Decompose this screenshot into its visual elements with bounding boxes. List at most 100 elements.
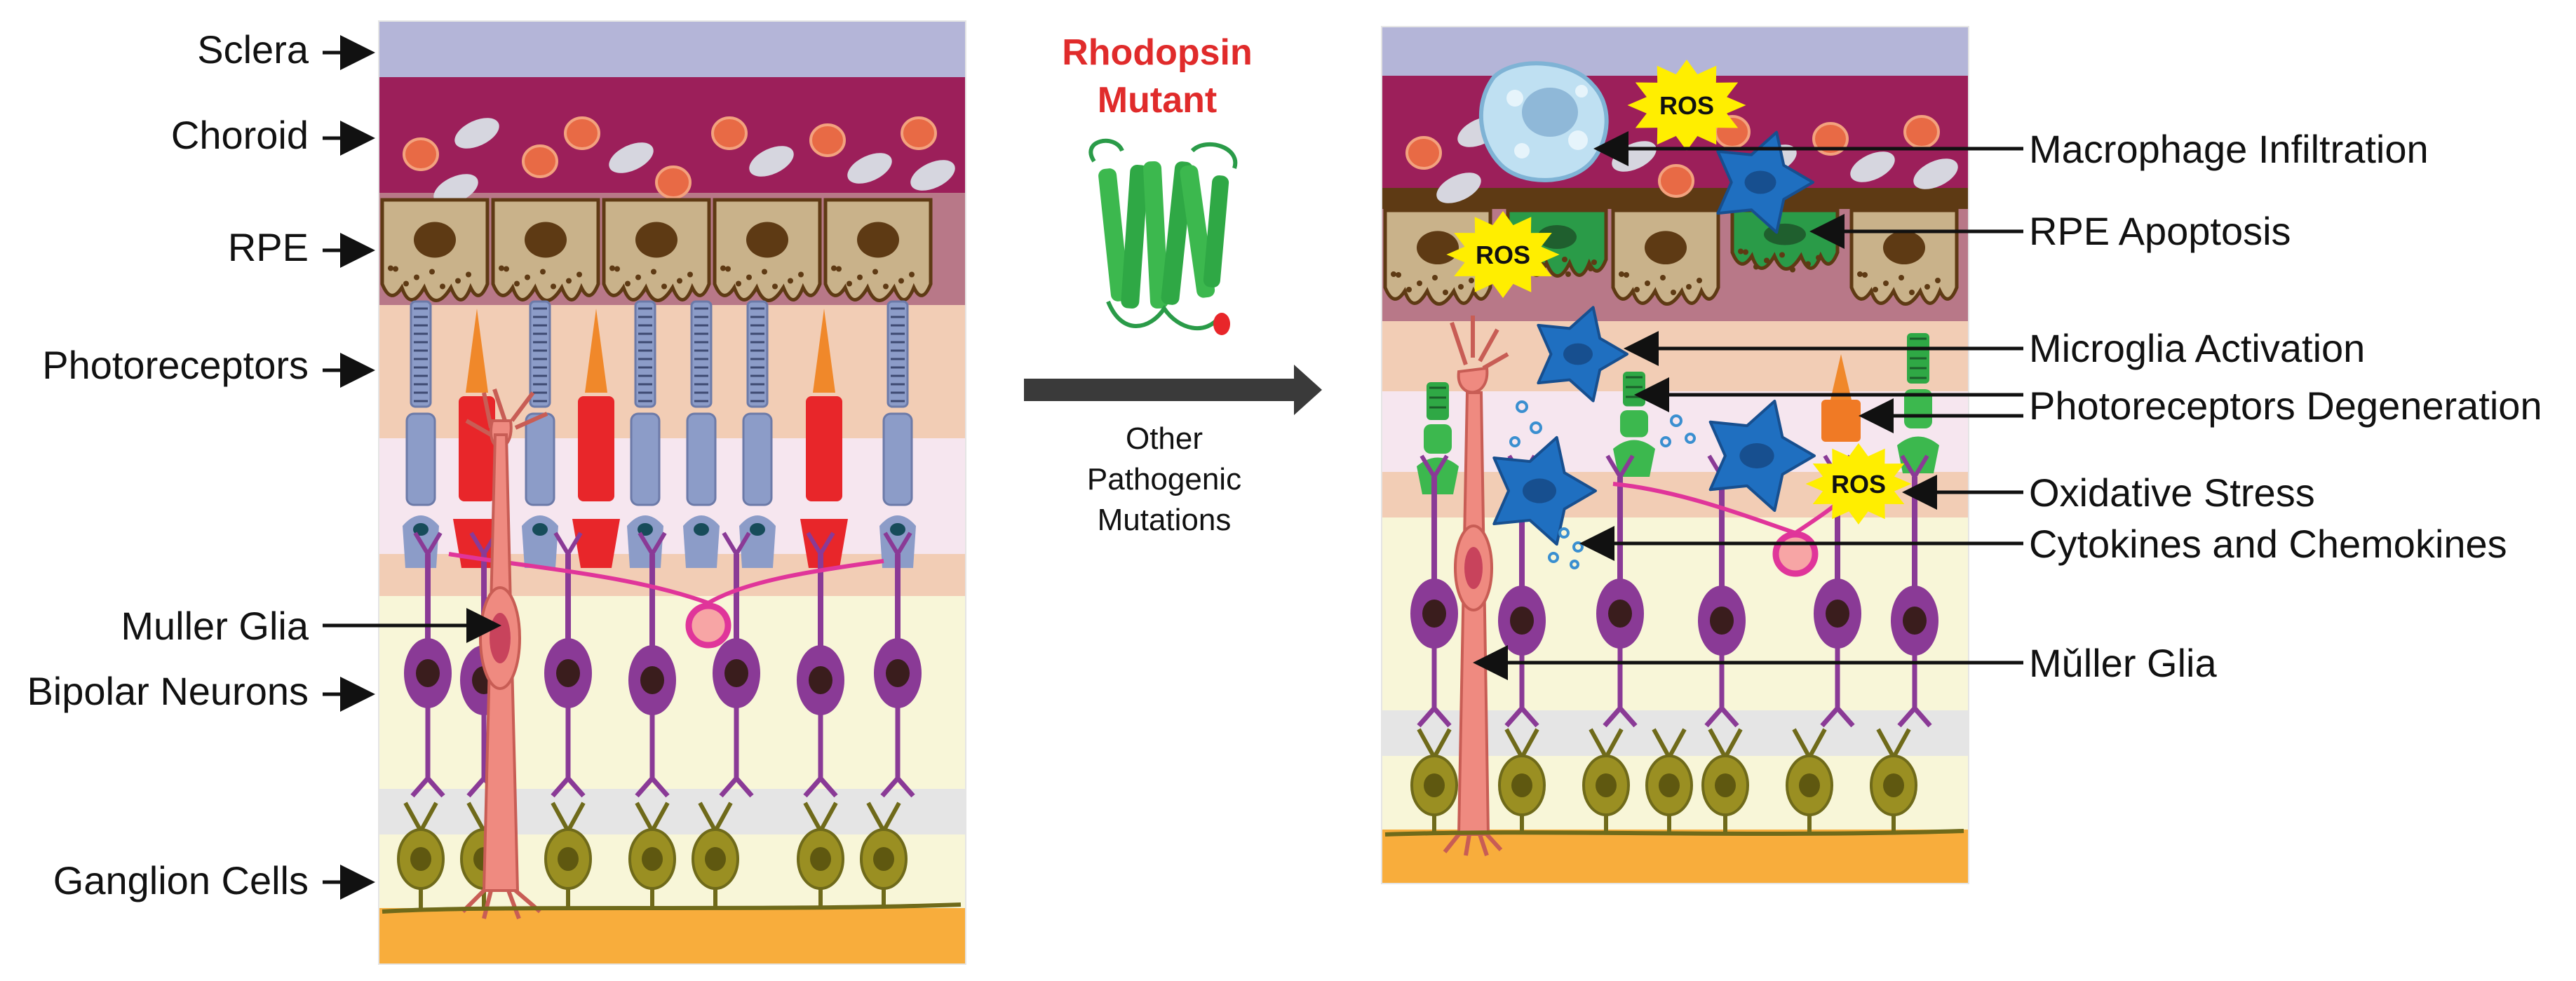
pigment-granule: [1671, 290, 1676, 295]
bipolar-axon: [719, 705, 754, 798]
pigment-granule: [1406, 287, 1412, 292]
ros-burst: [1446, 211, 1560, 298]
white-blood-cell: [749, 146, 794, 177]
rpe-nucleus: [746, 222, 788, 258]
red-blood-cell: [522, 144, 558, 178]
rpe-nucleus: [1417, 231, 1459, 265]
cone-outer-segment: [585, 309, 607, 393]
pigment-granule: [725, 266, 731, 272]
bipolar-neurons: [1410, 454, 1938, 728]
ganglion-dendrite: [1708, 728, 1743, 759]
pigment-granule: [466, 271, 471, 278]
pigment-granule: [847, 280, 852, 287]
label-photoreceptors: Photoreceptors: [42, 343, 309, 387]
rod-outer-segment: [529, 300, 551, 408]
rod-soma: [683, 515, 720, 568]
pigment-granule: [1562, 257, 1567, 262]
pigment-granule: [1619, 271, 1624, 277]
ganglion-dendrite: [1504, 728, 1539, 759]
pigment-granule: [746, 274, 752, 280]
bipolar-axon: [1603, 645, 1638, 728]
transition-arrow-head: [1294, 365, 1322, 415]
white-blood-cell: [433, 174, 478, 205]
red-blood-cell: [564, 116, 600, 150]
white-blood-cell: [609, 142, 654, 173]
label-cytokines: Cytokines and Chemokines: [2029, 522, 2507, 566]
pigment-granule: [609, 265, 615, 271]
bipolar-axon: [635, 712, 670, 798]
rod-nucleus: [694, 523, 709, 536]
ganglion-nucleus: [558, 847, 579, 871]
degenerating-cone: [1821, 400, 1861, 442]
pigment-granule: [403, 280, 409, 287]
pigment-granule: [872, 269, 878, 275]
bipolar-nucleus: [724, 659, 748, 687]
rod-inner-segment: [882, 412, 913, 506]
microglia-nucleus: [1744, 170, 1776, 194]
pigment-granule: [1624, 272, 1629, 278]
rod-outer-segment: [410, 300, 432, 408]
degenerating-outer-segment: [1427, 382, 1449, 420]
caption-line3: Mutations: [1098, 503, 1232, 537]
bipolar-branch: [638, 532, 667, 555]
ganglion-nucleus: [1799, 773, 1820, 797]
pigment-granule: [1660, 275, 1666, 280]
rpe-nucleus: [414, 222, 456, 258]
cytokine-particles: [1509, 400, 1696, 569]
degenerating-inner-segment: [1424, 424, 1452, 454]
pigment-granule: [1779, 252, 1785, 258]
ros-label: ROS: [1476, 241, 1530, 269]
pigment-granule: [614, 266, 620, 272]
pigment-granule: [909, 271, 915, 278]
red-blood-cell: [655, 165, 692, 199]
bipolar-nucleus: [1710, 607, 1734, 635]
macrophage: [1478, 61, 1609, 182]
red-blood-cell: [1812, 122, 1849, 156]
ros-label: ROS: [1659, 91, 1714, 120]
degenerating-soma: [1417, 457, 1459, 494]
pigment-granule: [1458, 284, 1464, 290]
pigment-granule: [1591, 259, 1597, 265]
caption-line1: Other: [1126, 421, 1203, 456]
choroid-cells: [403, 116, 955, 205]
pigment-granule: [1790, 266, 1795, 273]
sclera-layer: [379, 21, 966, 77]
degenerating-inner-segment: [1904, 389, 1932, 428]
ganglion-nucleus: [1596, 773, 1617, 797]
rod-inner-segment: [630, 412, 661, 506]
pigment-granule: [1862, 272, 1868, 278]
pigment-granule: [540, 269, 546, 275]
red-blood-cell: [1658, 164, 1694, 198]
pigment-granule: [1469, 278, 1474, 283]
pigment-granule: [857, 274, 863, 280]
rod-inner-segment: [686, 412, 717, 506]
pigment-granule: [720, 265, 726, 271]
bipolar-branch: [883, 532, 912, 555]
red-blood-cell: [711, 116, 748, 150]
ganglion-axon-line: [1384, 829, 1964, 837]
white-blood-cell: [1850, 151, 1895, 182]
ganglion-dendrite: [1792, 728, 1827, 759]
rhodopsin-protein-icon: [1088, 138, 1238, 335]
horizontal-cell-processes: [448, 552, 884, 606]
pigment-granule: [1697, 278, 1702, 283]
ros-burst: [1627, 60, 1746, 151]
pigment-granule: [661, 283, 667, 290]
pigment-granule: [1935, 278, 1941, 283]
bipolar-branch: [1605, 454, 1635, 478]
rpe-nucleus: [857, 222, 899, 258]
white-blood-cell: [1913, 158, 1958, 189]
ganglion-nucleus: [705, 847, 726, 871]
rod-nucleus: [890, 523, 905, 536]
bipolar-axon: [410, 705, 445, 798]
pigment-granule: [677, 278, 682, 284]
muller-glia-cell: [1443, 316, 1509, 856]
white-blood-cell: [1436, 172, 1481, 203]
rpe-nucleus: [1645, 231, 1687, 265]
ganglion-dendrite: [1652, 728, 1687, 759]
horizontal-cell: [685, 602, 731, 649]
pigment-granule: [1686, 284, 1692, 290]
pigment-granule: [504, 266, 509, 272]
